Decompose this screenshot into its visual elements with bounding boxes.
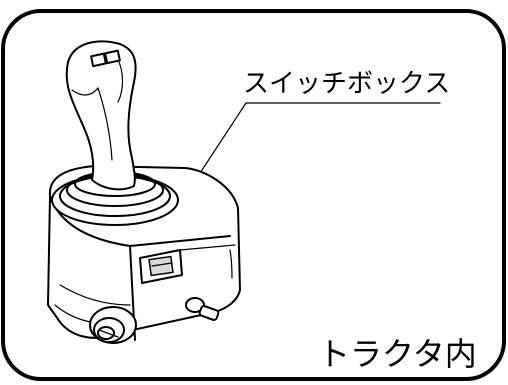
joystick-handle: [65, 40, 137, 191]
toggle-switch: [185, 297, 220, 321]
joystick-top-button-right: [104, 49, 121, 65]
location-label: トラクタ内: [318, 335, 477, 373]
callout-label: スイッチボックス: [243, 69, 450, 99]
joystick-top-button-left: [90, 52, 107, 68]
rocker-switch: [139, 249, 183, 284]
rotary-knob: [89, 306, 137, 344]
